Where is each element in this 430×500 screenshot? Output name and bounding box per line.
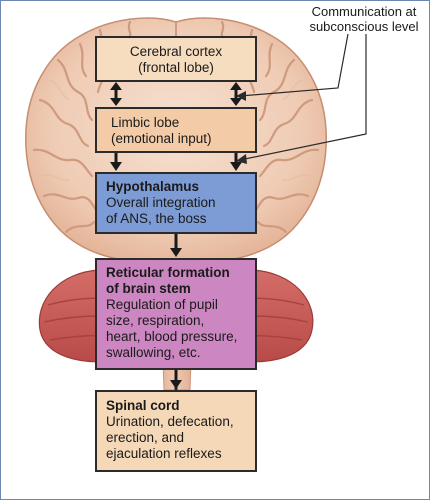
hypothalamus-title: Hypothalamus bbox=[106, 179, 200, 194]
reticular-desc-1: Regulation of pupil bbox=[106, 297, 218, 312]
reticular-desc-3: heart, blood pressure, bbox=[106, 329, 238, 344]
callout-label: Communication at subconscious level bbox=[302, 4, 426, 34]
callout-line-1: Communication at bbox=[311, 4, 417, 19]
cerebral-cortex-title: Cerebral cortex bbox=[129, 44, 223, 59]
callout-arrowheads bbox=[236, 91, 247, 164]
reticular-desc-2: size, respiration, bbox=[106, 313, 205, 328]
reticular-formation-box: Reticular formation of brain stem Regula… bbox=[95, 258, 257, 370]
hypothalamus-box: Hypothalamus Overall integration of ANS,… bbox=[95, 172, 257, 234]
reticular-spinal-arrow bbox=[170, 370, 182, 389]
cortex-limbic-arrows bbox=[110, 82, 242, 106]
limbic-hypothalamus-arrows bbox=[110, 153, 242, 171]
limbic-lobe-title: Limbic lobe bbox=[111, 115, 180, 130]
spinal-cord-desc-1: Urination, defecation, bbox=[106, 414, 234, 429]
callout-line-2: subconscious level bbox=[309, 19, 419, 34]
reticular-title-1: Reticular formation bbox=[106, 265, 230, 280]
cerebral-cortex-subtitle: (frontal lobe) bbox=[138, 60, 214, 75]
callout-leader-lines bbox=[239, 33, 367, 161]
reticular-title-2: of brain stem bbox=[106, 281, 191, 296]
spinal-cord-title: Spinal cord bbox=[106, 398, 180, 413]
cerebral-cortex-box: Cerebral cortex (frontal lobe) bbox=[95, 36, 257, 82]
spinal-cord-box: Spinal cord Urination, defecation, erect… bbox=[95, 390, 257, 472]
hypothalamus-desc-1: Overall integration bbox=[106, 195, 216, 210]
spinal-cord-desc-2: erection, and bbox=[106, 430, 185, 445]
spinal-cord-desc-3: ejaculation reflexes bbox=[106, 446, 222, 461]
limbic-lobe-subtitle: (emotional input) bbox=[111, 131, 212, 146]
limbic-lobe-box: Limbic lobe (emotional input) bbox=[95, 107, 257, 153]
hypothalamus-desc-2: of ANS, the boss bbox=[106, 211, 207, 226]
reticular-desc-4: swallowing, etc. bbox=[106, 345, 201, 360]
hypothalamus-reticular-arrow bbox=[170, 234, 182, 257]
